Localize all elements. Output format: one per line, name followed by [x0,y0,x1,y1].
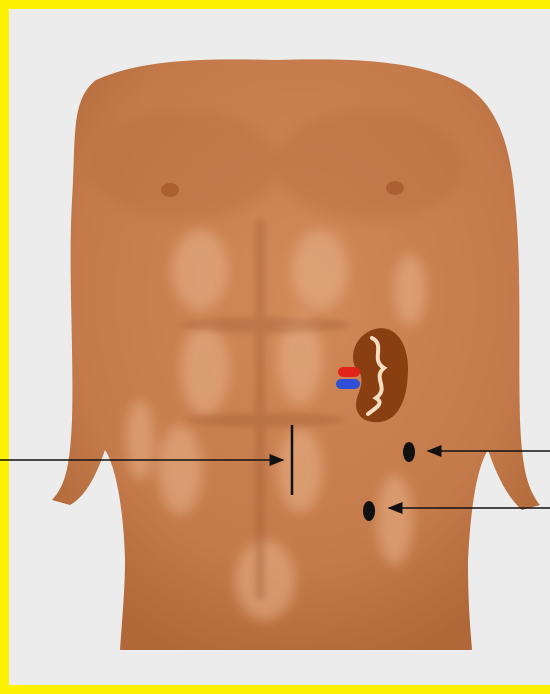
left-pectoral [90,110,280,220]
renal-vein [336,379,360,389]
port-upper [403,442,415,462]
left-nipple [161,183,179,197]
renal-artery [338,367,360,377]
port-lower [363,501,375,521]
right-nipple [386,181,404,195]
torso-body [52,59,540,650]
right-pectoral [275,110,465,220]
